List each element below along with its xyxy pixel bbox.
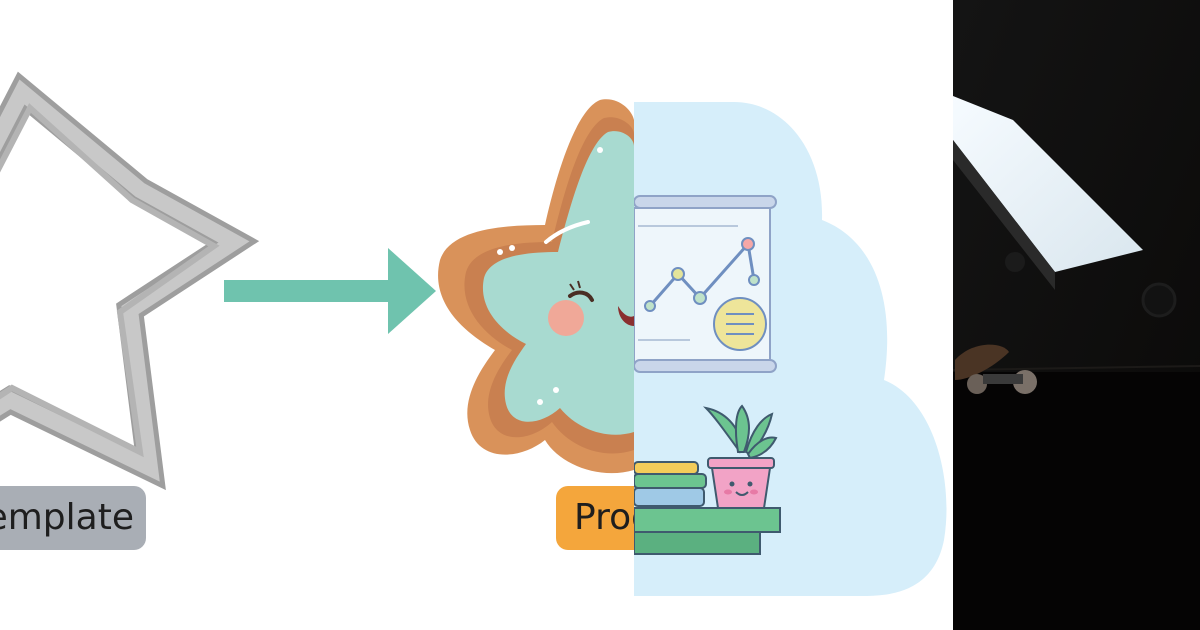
dark-photo-panel: [953, 0, 1200, 630]
template-label: Template: [0, 486, 146, 550]
product-label: Product: [556, 486, 634, 550]
dark-room-photo: [953, 0, 1200, 630]
cloud-illustration-panel: [634, 0, 953, 630]
skateboard: [955, 344, 1037, 394]
ceiling-light: [953, 96, 1143, 272]
template-to-product-panel: Template Product: [0, 71, 634, 550]
presentation-board-icon: [634, 195, 777, 373]
template-illustration: [0, 71, 634, 491]
star-cookie-icon: [438, 99, 634, 474]
cloud-illustration: [634, 102, 947, 596]
shelf: [634, 507, 781, 555]
books-icon: [634, 461, 707, 507]
arrow-right-icon: [224, 248, 436, 334]
star-outline-icon: [0, 71, 260, 491]
potted-plant-icon: [702, 404, 778, 509]
